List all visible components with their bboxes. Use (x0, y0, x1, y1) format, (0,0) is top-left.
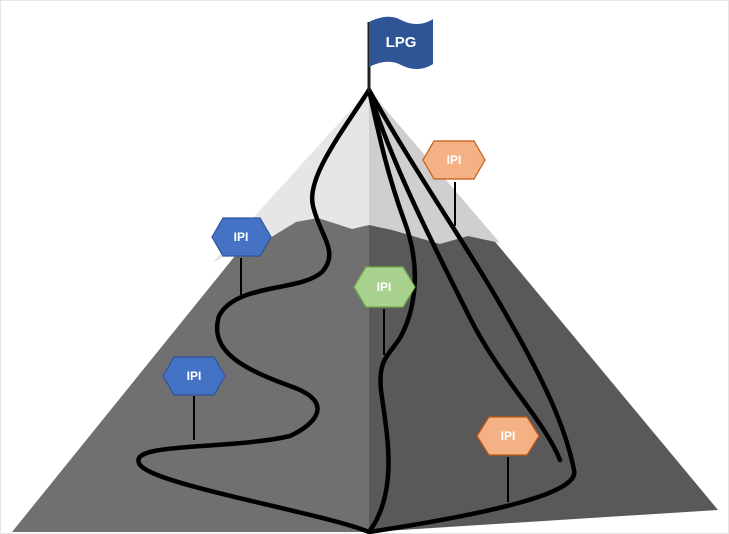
hexagon-sign-blue-upper (211, 217, 272, 257)
milestone-blue-upper: IPI (211, 217, 272, 257)
hexagon-sign-green-middle (353, 266, 416, 308)
sign-poles (193, 182, 509, 502)
milestone-label: IPI (501, 429, 516, 443)
flag-label: LPG (386, 34, 417, 51)
hexagon-sign-blue-lower (162, 356, 226, 396)
milestone-label: IPI (377, 280, 392, 294)
trails (136, 87, 577, 534)
path-2 (366, 87, 418, 534)
milestone-label: IPI (447, 153, 462, 167)
milestone-orange-upper: IPI (422, 140, 486, 180)
path-1 (136, 87, 372, 534)
milestone-label: IPI (234, 230, 249, 244)
flag-cloth (369, 16, 433, 70)
summit-flag: LPG (367, 16, 433, 92)
path-4 (366, 87, 563, 463)
hexagon-sign-orange-lower (476, 416, 540, 456)
path-3 (366, 87, 577, 534)
milestone-blue-lower: IPI (162, 356, 226, 396)
milestone-label: IPI (187, 369, 202, 383)
milestones: IPI IPI IPI IPI IPI (162, 140, 540, 456)
hexagon-sign-orange-upper (422, 140, 486, 180)
milestone-green-middle: IPI (353, 266, 416, 308)
milestone-orange-lower: IPI (476, 416, 540, 456)
